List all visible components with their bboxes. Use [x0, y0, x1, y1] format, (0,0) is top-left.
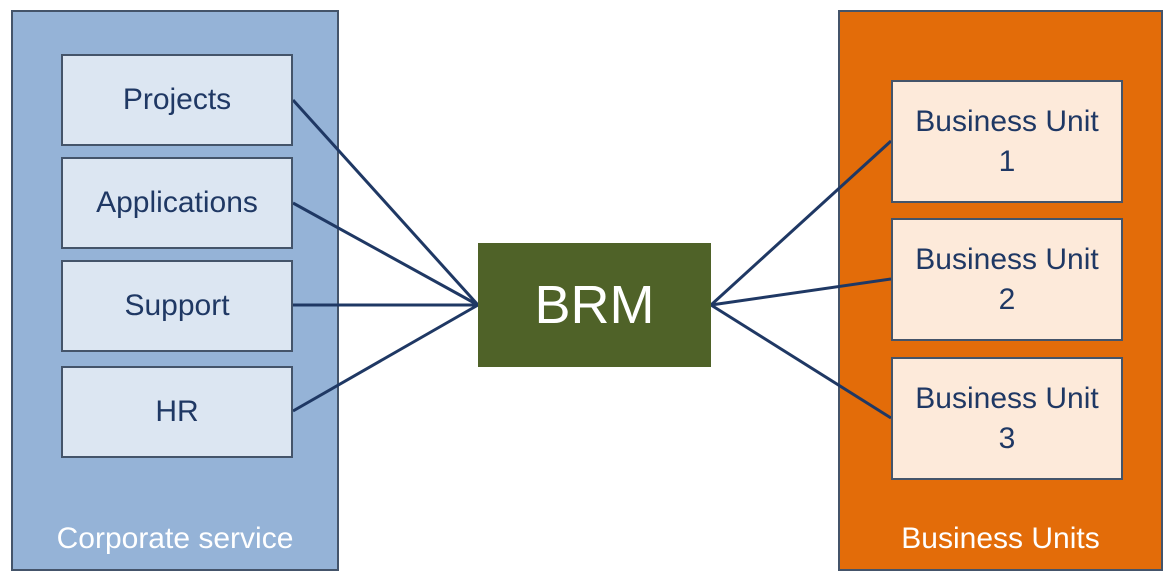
connector-bu3: [710, 303, 892, 420]
business-unit-3-box: Business Unit 3: [891, 357, 1123, 480]
business-unit-2-box: Business Unit 2: [891, 218, 1123, 341]
applications-box: Applications: [61, 157, 293, 249]
connector-projects: [291, 98, 480, 307]
business-unit-1-box: Business Unit 1: [891, 80, 1123, 203]
connector-bu1: [709, 139, 893, 307]
connector-bu2: [710, 277, 892, 307]
support-box: Support: [61, 260, 293, 352]
projects-box: Projects: [61, 54, 293, 146]
brm-box: BRM: [478, 243, 711, 367]
corporate-service-label: Corporate service: [56, 522, 294, 555]
connector-applications: [292, 201, 479, 307]
business-units-label: Business Units: [901, 522, 1100, 555]
hr-box: HR: [61, 366, 293, 458]
connector-hr: [292, 303, 479, 413]
